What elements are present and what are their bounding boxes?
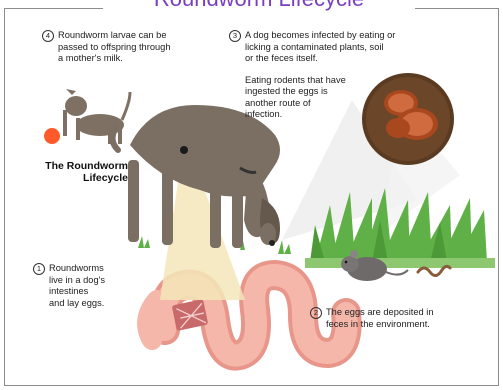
step-3-line-2: licking a contaminated plants, soil xyxy=(229,42,429,53)
step-2-note: 2 The eggs are deposited in feces in the … xyxy=(310,307,480,330)
step-4-number-badge: 4 xyxy=(42,30,54,42)
step-3-extra-note: Eating rodents that have ingested the eg… xyxy=(245,75,375,120)
step-4-note: 4 Roundworm larvae can be passed to offsp… xyxy=(42,30,212,65)
step-3-note: 3 A dog becomes infected by eating or lic… xyxy=(229,30,429,65)
step-3-extra-line-3: another route of xyxy=(245,98,375,109)
step-4-line-3: a mother's milk. xyxy=(42,53,212,64)
egg-magnifier-icon xyxy=(362,73,454,165)
grass-tuft-1 xyxy=(138,236,150,248)
step-1-line-3: intestines xyxy=(33,286,133,297)
center-label: The Roundworm Lifecycle xyxy=(16,160,128,184)
step-1-note: 1 Roundworms live in a dog's intestines a… xyxy=(33,263,133,309)
grass-base xyxy=(305,258,495,268)
step-3-extra-line-1: Eating rodents that have xyxy=(245,75,375,86)
center-label-line-2: Lifecycle xyxy=(16,172,128,184)
step-3-extra-line-4: infection. xyxy=(245,109,375,120)
step-3-line-3: or the feces itself. xyxy=(229,53,429,64)
step-2-line-1: The eggs are deposited in xyxy=(326,307,434,317)
step-1-line-2: live in a dog's xyxy=(33,275,133,286)
center-label-line-1: The Roundworm xyxy=(16,160,128,172)
step-2-line-2: feces in the environment. xyxy=(310,319,480,330)
step-1-number-badge: 1 xyxy=(33,263,45,275)
grass-tuft-2 xyxy=(278,240,291,254)
step-4-line-2: passed to offspring through xyxy=(42,42,212,53)
step-1-line-1: Roundworms xyxy=(49,263,104,273)
step-4-line-1: Roundworm larvae can be xyxy=(58,30,167,40)
step-3-line-1: A dog becomes infected by eating or xyxy=(245,30,395,40)
step-3-extra-line-2: ingested the eggs is xyxy=(245,86,375,97)
step-2-number-badge: 2 xyxy=(310,307,322,319)
step-3-number-badge: 3 xyxy=(229,30,241,42)
ball-icon xyxy=(44,128,60,144)
puppy-illustration xyxy=(63,89,130,144)
step-1-line-4: and lay eggs. xyxy=(33,298,133,309)
